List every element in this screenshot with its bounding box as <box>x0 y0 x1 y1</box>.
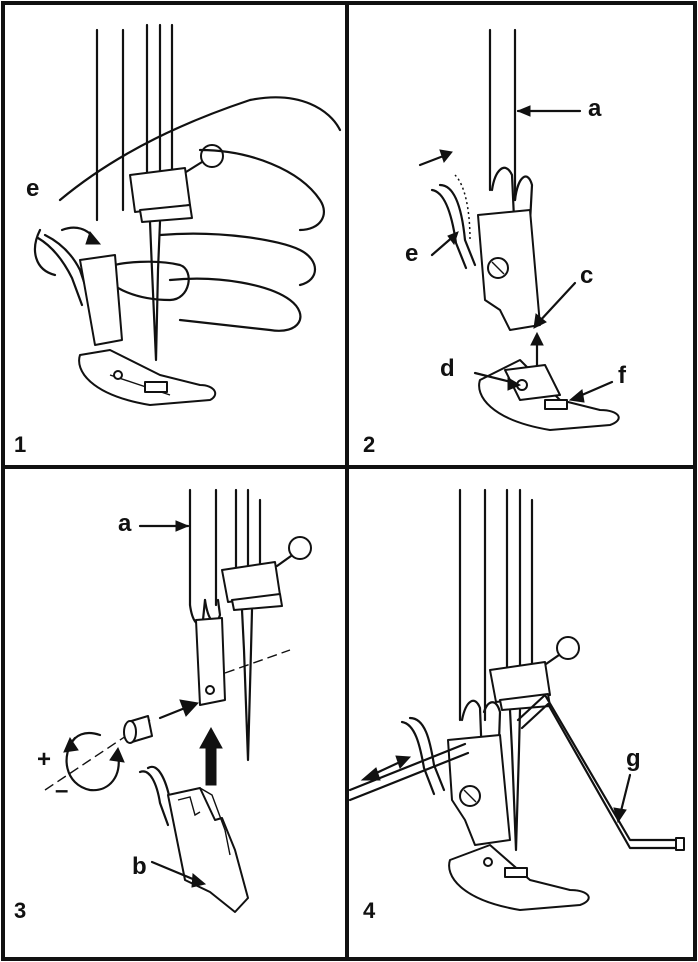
panel-2-callout-e: e <box>405 240 419 267</box>
panel-3-callout-a: a <box>118 510 132 537</box>
panel-3-callout-b: b <box>132 853 147 880</box>
panel-4-callout-g: g <box>626 745 641 772</box>
panel-3-plus-sign: + <box>37 746 52 773</box>
panel-2-callout-f: f <box>618 362 626 389</box>
panel-2-callout-a: a <box>588 95 602 122</box>
panel-2-callout-d: d <box>440 355 455 382</box>
panel-2-callout-c: c <box>580 262 594 289</box>
panel-2-number: 2 <box>363 432 376 457</box>
panel-1-number: 1 <box>14 432 27 457</box>
panel-4-number: 4 <box>363 898 376 923</box>
panel-3-minus-sign: – <box>55 777 69 804</box>
panel-3-number: 3 <box>14 898 27 923</box>
panel-1-callout-e: e <box>26 175 40 202</box>
